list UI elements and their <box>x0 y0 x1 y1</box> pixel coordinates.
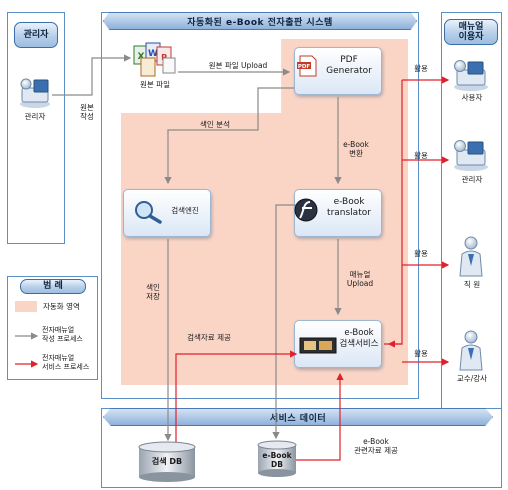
usage-label-1: 활용 <box>414 64 428 73</box>
ebook-convert-label: e-Book 변환 <box>343 140 369 159</box>
admin-action-label: 원본 작성 <box>80 103 94 122</box>
legend-process-label: 전자매뉴얼 작성 프로세스 <box>42 326 83 343</box>
ebook-data-provide-label: e-Book 관련자료 제공 <box>354 437 398 456</box>
legend-service-label: 전자매뉴얼 서비스 프로세스 <box>42 354 90 371</box>
search-db-label: 검색 DB <box>151 457 183 466</box>
manual-upload-label: 매뉴얼 Upload <box>346 270 374 289</box>
legend-title: 범 례 <box>20 279 86 294</box>
usage-label-2: 활용 <box>414 151 428 160</box>
users-panel-title: 매뉴얼 이용자 <box>444 19 498 45</box>
search-data-provide-label: 검색자료 제공 <box>187 333 231 342</box>
data-panel-title: 서비스 데이터 <box>103 408 493 426</box>
admin-user-label: 관리자 <box>461 175 483 184</box>
ebook-translator-label: e-Book translator <box>327 197 371 219</box>
source-files-label: 원본 파일 <box>140 80 170 89</box>
users-panel <box>441 12 502 416</box>
pdf-generator-label: PDF Generator <box>326 55 372 77</box>
search-engine-label: 검색엔진 <box>171 206 199 215</box>
index-store-label: 색인 저장 <box>146 283 160 302</box>
usage-label-4: 활용 <box>414 349 428 358</box>
system-title: 자동화된 e-Book 전자출판 시스템 <box>103 12 417 30</box>
staff-label: 직 원 <box>463 280 481 289</box>
ebook-search-service-label: e-Book 검색서비스 <box>339 328 379 349</box>
usage-label-3: 활용 <box>414 249 428 258</box>
ebook-db-label: e-Book DB <box>262 451 292 470</box>
professor-label: 교수/강사 <box>456 374 488 383</box>
index-analysis-label: 색인 분석 <box>200 120 230 129</box>
admin-actor-label: 관리자 <box>24 112 46 121</box>
admin-panel <box>7 12 65 244</box>
upload-label: 원본 파일 Upload <box>208 61 268 70</box>
legend-auto-label: 자동화 영역 <box>43 302 80 311</box>
admin-panel-title: 관리자 <box>14 22 58 48</box>
user-label: 사용자 <box>461 93 483 102</box>
